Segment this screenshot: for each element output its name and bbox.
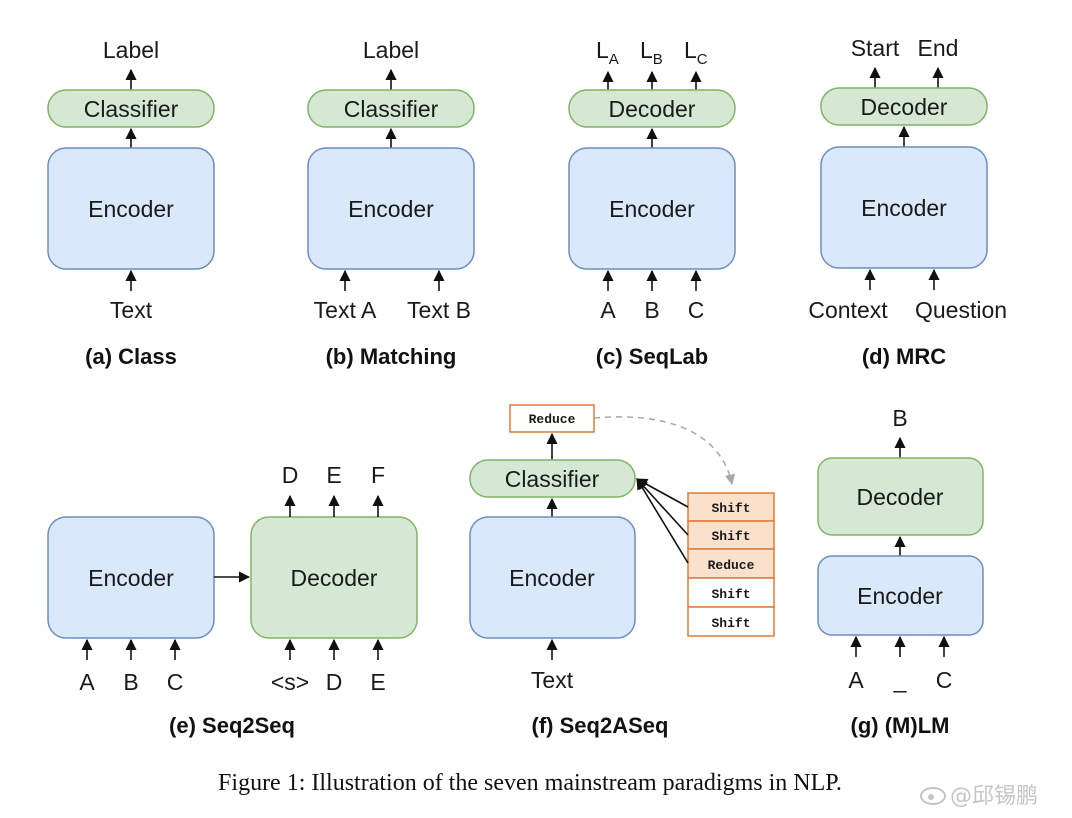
panel-f-encoder-box	[469, 516, 636, 639]
panel-c-seqlab: LA LB LC Decoder Encoder A B C (c) SeqLa…	[568, 37, 736, 369]
panel-e-seq2seq: Encoder Decoder D E F A B C <s> D E (e) …	[47, 462, 418, 738]
panel-a-caption: (a) Class	[85, 344, 177, 369]
panel-b-classifier-label: Classifier	[344, 96, 439, 122]
panel-b-output-label: Label	[363, 37, 419, 63]
stack-action-3: Reduce	[708, 558, 755, 573]
panel-b-encoder-box	[307, 147, 475, 270]
panel-e-caption: (e) Seq2Seq	[169, 713, 295, 738]
panel-f-push-arrow	[593, 416, 736, 486]
panel-f-predicted-action: Reduce	[529, 412, 576, 427]
panel-g-decoder-box	[817, 457, 984, 536]
panel-d-input-context: Context	[808, 297, 888, 323]
panel-c-input-b: B	[644, 297, 659, 323]
panel-g-input-c: C	[936, 667, 953, 693]
stack-cell	[687, 520, 775, 550]
panel-g-decoder-label: Decoder	[857, 484, 944, 510]
panel-g-mlm: B Decoder Encoder A _ C (g) (M)LM	[817, 405, 984, 738]
panel-c-output-lc: LC	[684, 37, 708, 68]
watermark-text: @邱锡鹏	[950, 784, 1038, 809]
panel-c-caption: (c) SeqLab	[596, 344, 708, 369]
panel-d-mrc: Start End Decoder Encoder Context Questi…	[808, 35, 1007, 369]
panel-e-output-d: D	[282, 462, 299, 488]
panel-e-dec-input-start: <s>	[271, 669, 309, 695]
panel-c-input-a: A	[600, 297, 616, 323]
panel-b-caption: (b) Matching	[326, 344, 457, 369]
panel-b-matching: Label Classifier Encoder Text A Text B (…	[307, 37, 475, 369]
panel-e-enc-input-b: B	[123, 669, 138, 695]
panel-g-input-a: A	[848, 667, 864, 693]
panel-e-enc-input-c: C	[167, 669, 184, 695]
stack-cell	[687, 548, 775, 579]
panel-b-encoder-label: Encoder	[348, 196, 434, 222]
panel-a-encoder-box	[47, 147, 215, 270]
panel-g-input-mask: _	[893, 667, 908, 693]
panel-g-encoder-box	[817, 555, 984, 636]
panel-d-decoder-label: Decoder	[861, 94, 948, 120]
panel-e-output-f: F	[371, 462, 385, 488]
panel-c-encoder-box	[568, 147, 736, 270]
panel-f-predicted-action-box	[509, 404, 595, 433]
panel-f-encoder-label: Encoder	[509, 565, 595, 591]
stack-cell	[687, 492, 775, 522]
stack-action-5: Shift	[711, 616, 750, 631]
panel-f-input-text: Text	[531, 667, 574, 693]
panel-a-input-text: Text	[110, 297, 153, 323]
panel-e-dec-input-e: E	[370, 669, 385, 695]
panel-c-input-c: C	[688, 297, 705, 323]
panel-b-input-text-b: Text B	[407, 297, 471, 323]
panel-f-classifier-box	[469, 459, 636, 498]
panel-f-seq2aseq: Reduce Classifier Encoder Text Shift Shi…	[469, 404, 775, 738]
stack-action-2: Shift	[711, 529, 750, 544]
panel-g-output-b: B	[892, 405, 907, 431]
panel-c-encoder-label: Encoder	[609, 196, 695, 222]
panel-c-output-la: LA	[596, 37, 619, 68]
stack-cell	[687, 606, 775, 637]
panel-e-dec-input-d: D	[326, 669, 343, 695]
panel-e-encoder-label: Encoder	[88, 565, 174, 591]
panel-a-class: Label Classifier Encoder Text (a) Class	[47, 37, 215, 369]
panel-e-enc-input-a: A	[79, 669, 95, 695]
figure-caption: Figure 1: Illustration of the seven main…	[218, 770, 842, 796]
stack-action-1: Shift	[711, 501, 750, 516]
watermark: @邱锡鹏	[920, 784, 1038, 809]
panel-d-output-start: Start	[851, 35, 900, 61]
panel-f-classifier-label: Classifier	[505, 466, 600, 492]
panel-a-classifier-label: Classifier	[84, 96, 179, 122]
panel-a-classifier-box	[47, 89, 215, 128]
panel-c-output-lb: LB	[640, 37, 663, 68]
panel-e-output-e: E	[326, 462, 341, 488]
panel-e-decoder-label: Decoder	[291, 565, 378, 591]
panel-d-encoder-label: Encoder	[861, 195, 947, 221]
stack-action-4: Shift	[711, 587, 750, 602]
panel-a-output-label: Label	[103, 37, 159, 63]
panel-g-caption: (g) (M)LM	[851, 713, 950, 738]
panel-g-encoder-label: Encoder	[857, 583, 943, 609]
panel-b-classifier-box	[307, 89, 475, 128]
panel-d-encoder-box	[820, 146, 988, 269]
panel-c-decoder-label: Decoder	[609, 96, 696, 122]
panel-f-caption: (f) Seq2ASeq	[532, 713, 669, 738]
panel-a-encoder-label: Encoder	[88, 196, 174, 222]
panel-b-input-text-a: Text A	[314, 297, 377, 323]
panel-d-output-end: End	[918, 35, 959, 61]
panel-d-caption: (d) MRC	[862, 344, 946, 369]
panel-d-decoder-box	[820, 87, 988, 126]
panel-f-action-stack: Shift Shift Reduce Shift Shift	[687, 492, 775, 637]
panel-c-decoder-box	[568, 89, 736, 128]
panel-d-input-question: Question	[915, 297, 1007, 323]
weibo-logo-icon	[920, 787, 946, 805]
